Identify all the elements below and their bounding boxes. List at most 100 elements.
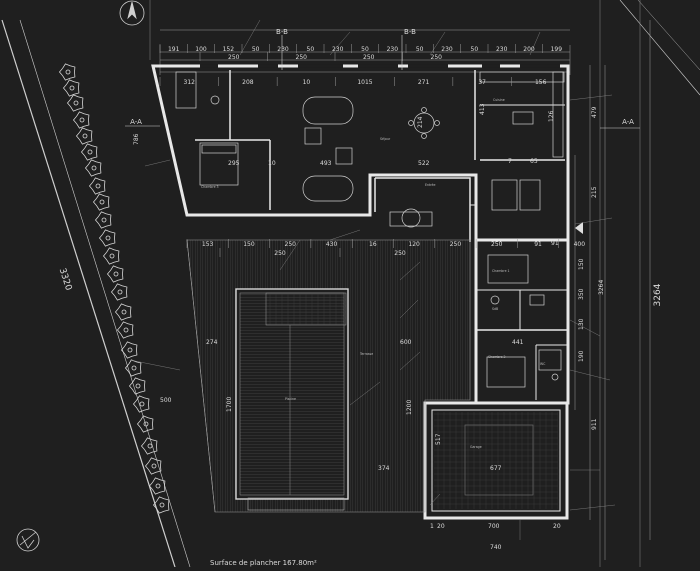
tree-icon xyxy=(114,303,132,321)
tree-icon xyxy=(136,415,154,433)
tree-row xyxy=(58,63,170,514)
dim-garage-b1: 1 xyxy=(430,523,434,530)
dim-corridor: 522 xyxy=(418,160,430,167)
tree-icon xyxy=(144,457,162,475)
room-living: Séjour xyxy=(380,137,391,141)
dim-garage-width: 677 xyxy=(490,465,502,472)
tree-icon xyxy=(75,127,93,145)
room-wc: WC xyxy=(540,362,546,366)
leader-line xyxy=(429,493,441,506)
leader-line xyxy=(329,31,351,56)
top-dim-label: 230 xyxy=(441,46,453,53)
tree-icon xyxy=(124,359,142,377)
tree-icon xyxy=(128,377,146,395)
tree-icon xyxy=(58,63,76,81)
tree-icon xyxy=(102,247,120,265)
dim-374: 374 xyxy=(378,465,390,472)
dim-room-a: 295 xyxy=(228,160,240,167)
leader-line xyxy=(399,351,421,371)
top-dim-label: 230 xyxy=(496,46,508,53)
section-mark-bb-right: B-B xyxy=(404,28,416,36)
top-dim-label-row2: 250 xyxy=(228,54,240,61)
garage-floor xyxy=(434,412,558,509)
mid-dim-label: 250 xyxy=(450,241,462,248)
plan-top-dim-label: 10 xyxy=(303,79,311,86)
mid-dim-label: 250 xyxy=(491,241,503,248)
top-dim-label: 230 xyxy=(332,46,344,53)
pool xyxy=(235,288,349,511)
tree-icon xyxy=(88,177,106,195)
plan-top-dim-label: 1015 xyxy=(357,79,372,86)
floor-area-caption: Surface de plancher 167.80m² xyxy=(210,559,317,567)
mid-dim-label: 91 xyxy=(534,241,542,248)
tree-icon xyxy=(72,111,90,129)
room-bedroom2: Chambre 2 xyxy=(488,355,506,359)
mid-dim-label: 16 xyxy=(369,241,377,248)
section-mark-aa-right: A-A xyxy=(622,118,634,126)
top-dim-label: 50 xyxy=(361,46,369,53)
section-mark-bb-left: B-B xyxy=(276,28,288,36)
leader-line xyxy=(569,504,616,511)
leader-line xyxy=(569,94,613,101)
leader-line xyxy=(429,31,446,56)
mid-dim-label: 120 xyxy=(408,241,420,248)
tree-icon xyxy=(120,341,138,359)
mid-dim-label: 400 xyxy=(574,241,586,248)
dim-130: 130 xyxy=(578,318,585,330)
leader-line xyxy=(279,239,301,271)
dim-500: 500 xyxy=(160,397,172,404)
dim-3264: 3264 xyxy=(598,280,605,295)
dim-600: 600 xyxy=(400,339,412,346)
tree-icon xyxy=(106,265,124,283)
leader-line xyxy=(529,31,541,56)
leader-line xyxy=(129,359,181,371)
labels: B-B B-B A-A A-A 3320 3264 Surface de pla… xyxy=(57,28,663,567)
dim-kitchen-91: 91 xyxy=(551,240,559,247)
mid-dim-label: 153 xyxy=(202,241,214,248)
mid-dim-label: 430 xyxy=(326,241,338,248)
room-bedroom3: Chambre 3 xyxy=(201,185,219,189)
dim-garage-bottom-inner: 700 xyxy=(488,523,500,530)
dim-911: 911 xyxy=(591,418,598,430)
dim-441: 441 xyxy=(512,339,524,346)
plan-top-dim-label: 312 xyxy=(184,79,196,86)
tree-icon xyxy=(66,94,84,112)
tree-icon xyxy=(62,79,80,97)
top-dim-label: 191 xyxy=(168,46,180,53)
leader-line xyxy=(144,159,171,167)
dim-190: 190 xyxy=(578,350,585,362)
leader-line xyxy=(329,229,361,241)
room-bath: SdB xyxy=(492,307,498,311)
dim-garage-b3: 20 xyxy=(553,523,561,530)
top-dim-label-row2: 250 xyxy=(363,54,375,61)
dim-room-b: 10 xyxy=(268,160,276,167)
top-dim-label: 50 xyxy=(471,46,479,53)
mid-dim-label-row2: 250 xyxy=(274,250,286,257)
top-dim-label: 50 xyxy=(416,46,424,53)
dim-786: 786 xyxy=(133,133,140,145)
tree-icon xyxy=(92,193,110,211)
dim-wing-126: 126 xyxy=(548,110,555,122)
room-terrace: Terrasse xyxy=(359,352,373,356)
dim-wing-479: 479 xyxy=(591,106,598,118)
mid-dim-label: 150 xyxy=(243,241,255,248)
dim-wing-215: 215 xyxy=(591,186,598,198)
dim-kitchen-65: 65 xyxy=(530,158,538,165)
tree-icon xyxy=(94,211,112,229)
top-dim-label: 152 xyxy=(223,46,235,53)
tree-icon xyxy=(148,477,166,495)
dim-garage-height: 517 xyxy=(435,433,442,445)
leader-line xyxy=(239,19,261,56)
leader-line xyxy=(569,369,611,381)
top-dim-label: 100 xyxy=(195,46,207,53)
dim-wing-413: 413 xyxy=(479,103,486,115)
top-dim-label-row2: 250 xyxy=(431,54,443,61)
top-dim-label: 199 xyxy=(551,46,563,53)
tree-icon xyxy=(116,321,134,339)
leader-line xyxy=(569,319,601,337)
